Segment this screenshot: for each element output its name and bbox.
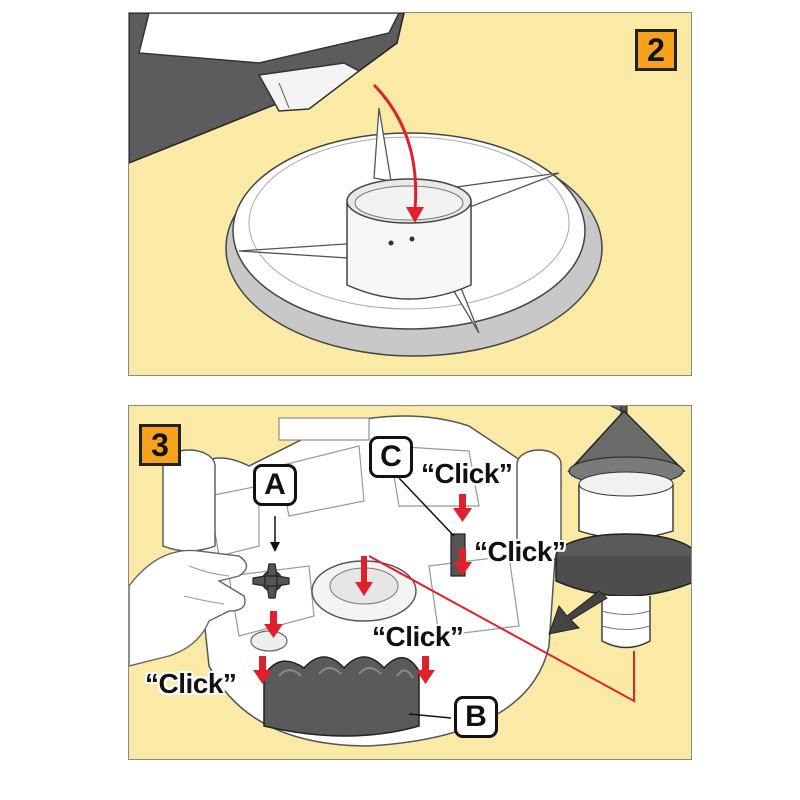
tower-piece [129, 13, 405, 164]
insert-arrow [372, 83, 424, 223]
center-cup [346, 178, 472, 300]
step-3-number: 3 [139, 424, 181, 466]
click-label-c-bottom: “Click” [474, 536, 566, 567]
click-label-b-left: “Click” [145, 668, 237, 699]
step-2-number: 2 [635, 29, 677, 71]
callout-c: C [369, 436, 413, 478]
callout-a: A [253, 464, 297, 506]
step-2-panel: 2 [128, 12, 692, 376]
part-a-cog [252, 563, 290, 599]
callout-b: B [454, 696, 498, 738]
red-arrows [253, 494, 472, 684]
tower-guide-line [368, 555, 635, 703]
step-2-illustration [129, 13, 603, 357]
step-3-panel: 3 A B C “Click” “Click” “Click” “Click” [128, 405, 692, 760]
click-label-b-right: “Click” [372, 621, 464, 652]
tower-assembly [555, 406, 691, 649]
click-label-c-top: “Click” [421, 458, 513, 489]
part-b-wall [263, 656, 420, 737]
hand [129, 549, 248, 667]
insert-direction-arrow [548, 590, 608, 635]
